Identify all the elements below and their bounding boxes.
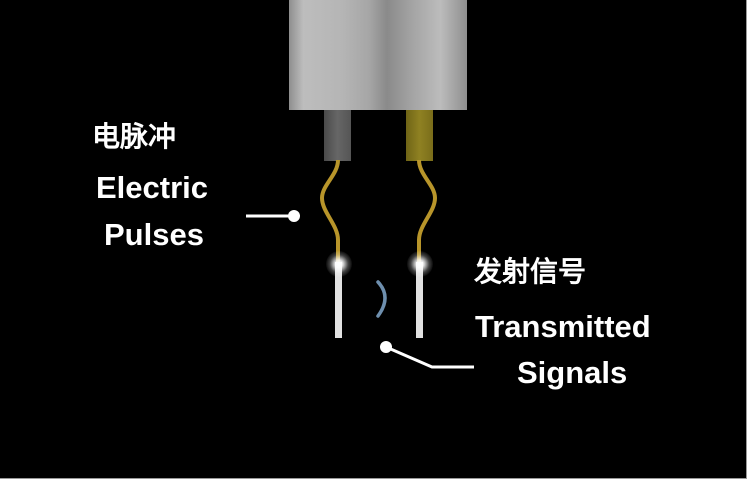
right-spark — [407, 251, 433, 277]
sensor-cylinder — [289, 0, 467, 110]
label-cn-transmitted-signals: 发射信号 — [474, 255, 587, 288]
signals-pointer-line — [385, 345, 474, 369]
label-en-transmitted: Transmitted — [475, 309, 651, 344]
left-electrode — [335, 262, 342, 338]
diagram-graphics — [246, 159, 474, 369]
left-wire — [319, 159, 340, 262]
grey-terminal — [324, 110, 351, 161]
signal-arc — [376, 280, 387, 318]
label-en-pulses: Pulses — [104, 217, 204, 252]
diagram-canvas: 电脉冲 Electric Pulses 发射信号 Transmitted Sig… — [0, 0, 747, 479]
left-spark — [326, 251, 352, 277]
pulses-pointer-dot — [288, 210, 300, 222]
label-cn-electric-pulses: 电脉冲 — [92, 120, 177, 153]
label-en-electric: Electric — [96, 170, 209, 205]
label-en-signals: Signals — [517, 355, 628, 390]
right-wire — [417, 159, 438, 262]
gold-terminal — [406, 110, 433, 161]
right-electrode — [416, 262, 423, 338]
